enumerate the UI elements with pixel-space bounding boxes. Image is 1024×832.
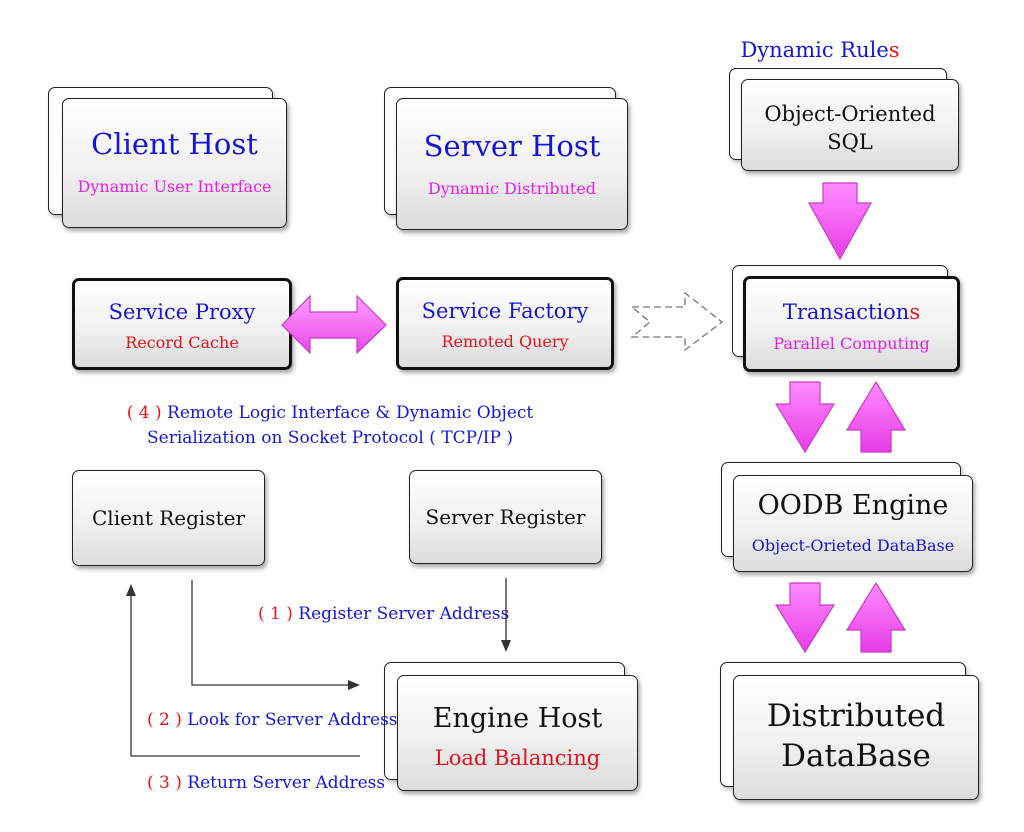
oo-sql-line1: Object-Oriented bbox=[764, 102, 936, 126]
remote-logic-line2: Serialization on Socket Protocol ( TCP/I… bbox=[146, 428, 513, 448]
service-proxy-node[interactable]: Service Proxy Record Cache bbox=[72, 278, 292, 370]
engine-host-subtitle: Load Balancing bbox=[434, 746, 601, 770]
return-server-arrowhead bbox=[126, 584, 136, 596]
return-server-address-label: ( 3 ) Return Server Address bbox=[147, 773, 385, 793]
oodb-engine-subtitle: Object-Orieted DataBase bbox=[751, 536, 955, 555]
client-host-subtitle: Dynamic User Interface bbox=[77, 177, 272, 196]
return-server-line bbox=[130, 589, 360, 757]
look-for-server-arrowhead bbox=[348, 680, 360, 690]
dynamic-rules-title: Dynamic Rules bbox=[690, 38, 950, 62]
transactions-subtitle: Parallel Computing bbox=[773, 334, 930, 353]
server-host-subtitle: Dynamic Distributed bbox=[427, 179, 597, 198]
distributed-db-node[interactable]: Distributed DataBase bbox=[733, 675, 979, 800]
distributed-to-oodb-arrow bbox=[845, 581, 907, 653]
distributed-db-line1: Distributed bbox=[766, 698, 946, 734]
client-register-title: Client Register bbox=[92, 506, 245, 530]
server-register-node[interactable]: Server Register bbox=[409, 470, 602, 564]
oodb-to-transactions-arrow bbox=[845, 380, 907, 453]
transactions-title: Transactions bbox=[746, 300, 957, 324]
look-for-server-address-label: ( 2 ) Look for Server Address bbox=[147, 710, 398, 730]
oo-sql-line2: SQL bbox=[827, 130, 873, 154]
proxy-factory-double-arrow bbox=[281, 294, 387, 355]
service-proxy-title: Service Proxy bbox=[108, 300, 256, 324]
oo-sql-node[interactable]: Object-Oriented SQL bbox=[741, 79, 959, 171]
title-text: Dynamic Rule bbox=[740, 38, 889, 62]
return-number: ( 3 ) bbox=[147, 773, 182, 793]
register-number: ( 1 ) bbox=[258, 604, 293, 624]
remote-logic-line1: Remote Logic Interface & Dynamic Object bbox=[167, 403, 534, 423]
engine-host-node[interactable]: Engine Host Load Balancing bbox=[397, 675, 638, 791]
service-proxy-subtitle: Record Cache bbox=[125, 333, 239, 352]
engine-host-title: Engine Host bbox=[432, 703, 603, 734]
return-text: Return Server Address bbox=[187, 773, 386, 793]
service-factory-title: Service Factory bbox=[421, 299, 589, 323]
client-host-node[interactable]: Client Host Dynamic User Interface bbox=[62, 98, 287, 228]
transactions-to-oodb-arrow bbox=[774, 381, 836, 454]
look-for-server-line bbox=[191, 580, 352, 686]
remote-logic-annotation: ( 4 ) Remote Logic Interface & Dynamic O… bbox=[120, 401, 540, 451]
distributed-db-line2: DataBase bbox=[781, 738, 931, 774]
remote-logic-line1-wrap: ( 4 ) Remote Logic Interface & Dynamic O… bbox=[120, 401, 540, 426]
oodb-to-distributed-arrow bbox=[774, 582, 836, 654]
register-server-arrowhead bbox=[501, 640, 511, 652]
oodb-engine-title: OODB Engine bbox=[757, 490, 949, 521]
service-factory-node[interactable]: Service Factory Remoted Query bbox=[396, 277, 614, 370]
server-register-title: Server Register bbox=[425, 505, 586, 529]
service-factory-subtitle: Remoted Query bbox=[441, 332, 569, 351]
transactions-title-text: Transaction bbox=[782, 300, 910, 324]
server-host-node[interactable]: Server Host Dynamic Distributed bbox=[396, 98, 628, 230]
look-for-number: ( 2 ) bbox=[147, 710, 182, 730]
transactions-title-suffix: s bbox=[909, 300, 921, 324]
register-text: Register Server Address bbox=[298, 604, 510, 624]
remote-logic-number: ( 4 ) bbox=[126, 403, 162, 423]
look-for-text: Look for Server Address bbox=[187, 710, 398, 730]
title-suffix: s bbox=[888, 38, 900, 62]
factory-to-transactions-dashed-arrow bbox=[630, 291, 724, 352]
transactions-node[interactable]: Transactions Parallel Computing bbox=[743, 276, 960, 372]
sql-to-transactions-arrow bbox=[807, 182, 873, 261]
register-server-address-label: ( 1 ) Register Server Address bbox=[258, 604, 509, 624]
client-host-title: Client Host bbox=[91, 127, 258, 161]
client-register-node[interactable]: Client Register bbox=[72, 470, 265, 566]
oodb-engine-node[interactable]: OODB Engine Object-Orieted DataBase bbox=[733, 475, 973, 572]
server-host-title: Server Host bbox=[423, 129, 601, 163]
